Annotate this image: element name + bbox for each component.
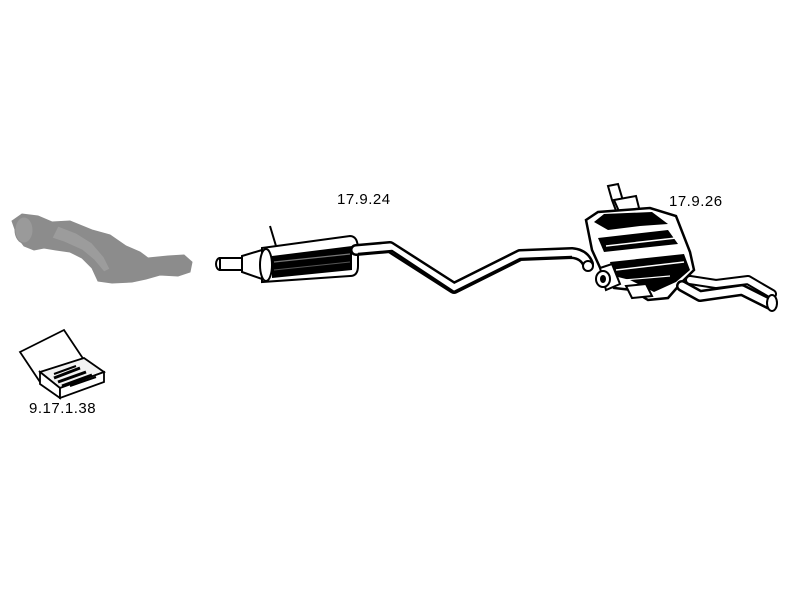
rear-silencer-stripe-1 <box>605 237 677 247</box>
rear-silencer-stripe-3 <box>623 275 671 281</box>
rear-silencer-17-9-26 <box>584 182 778 312</box>
intermediate-pipe-shadow <box>357 249 573 294</box>
kit-bolts-3 <box>61 373 93 388</box>
kit-bolts-5 <box>53 365 77 375</box>
inlet-cone <box>241 248 263 281</box>
inlet-pipe <box>219 257 243 271</box>
rear-silencer-part-number: 17.9.26 <box>669 193 723 210</box>
rear-silencer-shade-mid <box>598 230 678 252</box>
front-downpipe-branch <box>51 225 111 273</box>
rear-tail-pipe-upper-inner <box>687 277 775 297</box>
rear-silencer-stripe-2 <box>615 261 685 271</box>
centre-silencer-end-cap <box>259 248 273 282</box>
kit-bolts-1 <box>53 366 81 380</box>
mounting-kit-part-number: 9.17.1.38 <box>29 400 97 417</box>
intermediate-pipe-outlet <box>582 260 594 272</box>
centre-silencer-highlight-2 <box>273 261 351 271</box>
rear-silencer-lower-lip <box>624 282 654 300</box>
front-downpipe-body <box>11 213 193 284</box>
centre-silencer-part-number: 17.9.24 <box>337 191 391 208</box>
front-downpipe-flange <box>14 216 34 244</box>
mounting-kit-box <box>18 328 106 400</box>
rear-tail-pipe-tip <box>766 294 778 312</box>
rear-silencer-shade-top <box>594 212 668 230</box>
rear-tail-pipe-inner <box>678 282 774 308</box>
silencer-hanger <box>269 225 277 247</box>
kit-bolts-4 <box>69 376 97 387</box>
centre-silencer-highlight <box>273 253 351 263</box>
centre-silencer-shading <box>272 246 352 278</box>
kit-bolts-2 <box>57 370 87 384</box>
centre-silencer-17-9-24 <box>215 225 594 294</box>
front-downpipe-greyed <box>11 213 193 284</box>
rear-silencer-inlet-hole <box>600 275 606 283</box>
